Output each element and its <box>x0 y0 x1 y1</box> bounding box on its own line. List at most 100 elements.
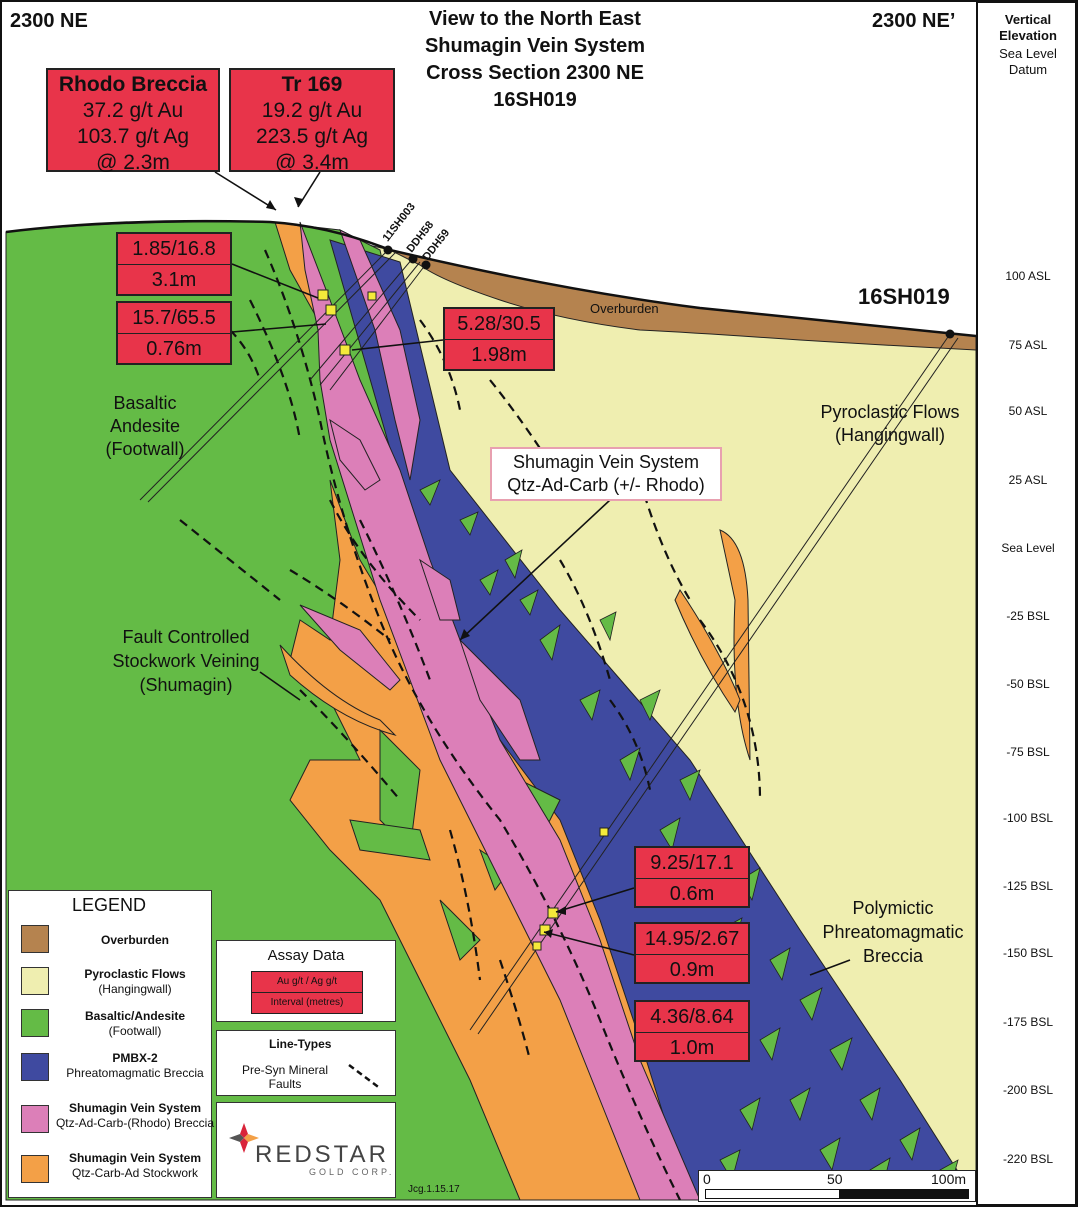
tr169-title: Tr 169 <box>281 73 343 96</box>
assay-box: 1.85/16.8 3.1m <box>116 232 232 296</box>
drill-collars <box>383 245 955 339</box>
basalt-swatch <box>21 1009 49 1037</box>
assay-ratio: 14.95/2.67 <box>636 924 748 955</box>
elev-tick: 75 ASL <box>1008 338 1048 352</box>
vein-branch-e <box>419 558 461 621</box>
elevation-title-line-2: Elevation <box>999 28 1057 43</box>
legend-item-name: Overburden <box>100 933 169 947</box>
line-types-item: Pre-Syn Mineral Faults <box>241 1063 329 1091</box>
rhodo-line: 37.2 g/t Au <box>82 99 184 122</box>
topographic-surface <box>5 219 977 338</box>
assay-ratio: 9.25/17.1 <box>636 848 748 879</box>
assay-interval: 1.0m <box>669 1037 715 1059</box>
vein-label-line-1: Shumagin Vein System <box>512 452 700 472</box>
vein-branch-d <box>459 639 541 761</box>
scale-label: 100m <box>931 1171 967 1187</box>
shumagin-vein-unit <box>299 221 701 1201</box>
title-line-1: View to the North East <box>429 8 641 30</box>
assay-ratio: 15.7/65.5 <box>118 303 230 334</box>
assay-interval: 0.9m <box>669 959 715 981</box>
overburden-swatch <box>21 925 49 953</box>
pyroclastic-line: Pyroclastic Flows <box>820 402 960 422</box>
line-types-panel: Line-Types Pre-Syn Mineral Faults <box>216 1030 396 1096</box>
tr169-line: 19.2 g/t Au <box>261 99 363 122</box>
scale-segment-dark <box>839 1189 969 1199</box>
polymictic-line: Phreatomagmatic <box>822 922 964 942</box>
section-right-label: 2300 NE’ <box>872 10 956 32</box>
title-line-4: 16SH019 <box>493 89 577 111</box>
logo-wordmark: REDSTAR <box>255 1141 389 1168</box>
tr169-line: 223.5 g/t Ag <box>255 125 369 148</box>
fault-line: Stockwork Veining <box>112 651 260 671</box>
vein-branch-a <box>339 229 421 481</box>
assay-box: 14.95/2.67 0.9m <box>634 922 750 984</box>
tr169-callout: Tr 169 19.2 g/t Au 223.5 g/t Ag @ 3.4m <box>229 68 395 174</box>
vein-branch-b <box>329 418 381 491</box>
tr169-line: @ 3.4m <box>275 151 349 174</box>
redstar-logo-icon <box>229 1123 259 1153</box>
polymictic-line: Breccia <box>862 946 924 966</box>
intercept-markers <box>317 289 609 951</box>
elev-tick: -100 BSL <box>1002 811 1054 825</box>
rhodo-breccia-callout: Rhodo Breccia 37.2 g/t Au 103.7 g/t Ag @… <box>46 68 220 174</box>
elev-tick: -125 BSL <box>1002 879 1054 893</box>
stockwork-vein-c <box>674 589 741 714</box>
title-line-2: Shumagin Vein System <box>424 35 646 57</box>
elev-tick: -75 BSL <box>1006 745 1050 759</box>
drill-hole-main-label: 16SH019 <box>858 284 950 309</box>
fault-sample-line <box>348 1064 382 1090</box>
elev-tick: 25 ASL <box>1008 473 1048 487</box>
arrow-heads <box>266 197 566 938</box>
drafting-code: Jcg.1.15.17 <box>408 1184 460 1195</box>
line-types-title: Line-Types <box>269 1037 332 1051</box>
vein-label-line-2: Qtz-Ad-Carb (+/- Rhodo) <box>507 475 705 495</box>
logo-subtitle: GOLD CORP. <box>309 1167 395 1177</box>
stockwork-vein-a <box>279 644 397 736</box>
assay-box: 5.28/30.5 1.98m <box>443 307 555 371</box>
scale-bar: 0 50 100m <box>698 1170 976 1202</box>
figure-title: View to the North East Shumagin Vein Sys… <box>380 6 690 114</box>
assay-ratio: 1.85/16.8 <box>118 234 230 265</box>
rhodo-line: 103.7 g/t Ag <box>76 125 190 148</box>
elev-tick: -50 BSL <box>1006 677 1050 691</box>
basaltic-line: Andesite <box>109 416 181 436</box>
assay-key-title: Assay Data <box>267 947 345 964</box>
legend-item-text: Pyroclastic Flows(Hangingwall) <box>84 967 186 996</box>
legend-title: LEGEND <box>71 895 147 915</box>
basaltic-label: Basaltic Andesite (Footwall) <box>90 392 200 461</box>
vein-branch-c <box>299 604 401 691</box>
elev-tick: -25 BSL <box>1006 609 1050 623</box>
pyroclastic-label: Pyroclastic Flows (Hangingwall) <box>810 401 970 447</box>
elev-tick: Sea Level <box>1001 541 1055 555</box>
assay-box: 9.25/17.1 0.6m <box>634 846 750 908</box>
assay-interval: 0.76m <box>146 338 202 360</box>
assay-box: 15.7/65.5 0.76m <box>116 301 232 365</box>
vein-swatch <box>21 1105 49 1133</box>
pyroclastic-swatch <box>21 967 49 995</box>
basaltic-line: (Footwall) <box>105 439 185 459</box>
stockwork-swatch <box>21 1155 49 1183</box>
title-line-3: Cross Section 2300 NE <box>426 62 644 84</box>
scale-segment-light <box>705 1189 841 1199</box>
elev-tick: -220 BSL <box>1002 1152 1054 1166</box>
polymictic-label: Polymictic Phreatomagmatic Breccia <box>812 896 974 968</box>
assay-key-panel: Assay Data Au g/t / Ag g/t Interval (met… <box>216 940 396 1022</box>
assay-box: 4.36/8.64 1.0m <box>634 1000 750 1062</box>
pmbx-swatch <box>21 1053 49 1081</box>
fault-line: Fault Controlled <box>122 627 250 647</box>
legend-panel: LEGEND Overburden Pyroclastic Flows(Hang… <box>8 890 214 1198</box>
assay-ratio: 4.36/8.64 <box>636 1002 748 1033</box>
assay-key-interval: Interval (metres) <box>251 992 363 1014</box>
elev-tick: -200 BSL <box>1002 1083 1054 1097</box>
basaltic-line: Basaltic <box>113 393 177 413</box>
elevation-subtitle: Sea Level Datum <box>978 46 1078 78</box>
elev-tick: 50 ASL <box>1008 404 1048 418</box>
scale-label: 0 <box>703 1171 711 1187</box>
elev-tick: -150 BSL <box>1002 946 1054 960</box>
rhodo-title: Rhodo Breccia <box>58 73 208 96</box>
scale-label: 50 <box>827 1171 843 1187</box>
fault-label: Fault Controlled Stockwork Veining (Shum… <box>96 625 276 697</box>
